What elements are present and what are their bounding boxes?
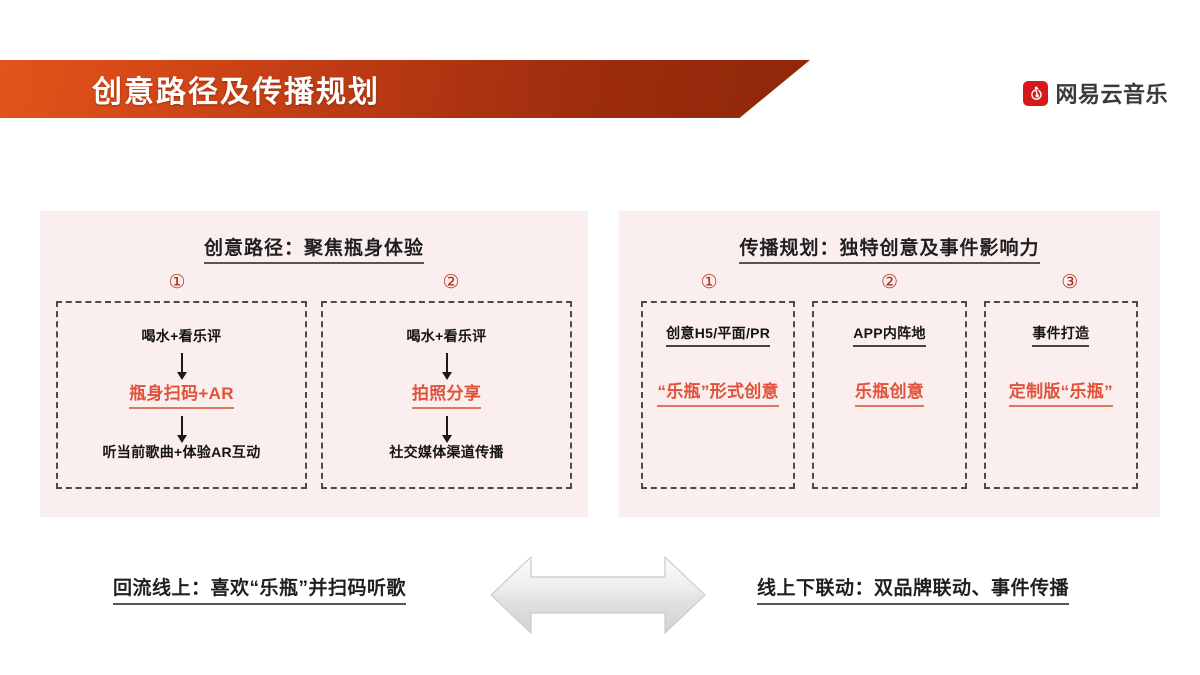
marker-3: ③ bbox=[1061, 272, 1079, 293]
channel-box-3: 事件打造 定制版“乐瓶” bbox=[983, 301, 1138, 489]
double-headed-arrow-icon bbox=[490, 556, 706, 634]
header-banner: 创意路径及传播规划 bbox=[0, 60, 810, 118]
panel-left-boxes: 喝水+看乐评 瓶身扫码+AR 听当前歌曲+体验AR互动 喝水+看乐评 拍照分享 … bbox=[40, 301, 588, 489]
arrow-down-icon bbox=[445, 353, 448, 373]
panel-communication-plan: 传播规划：独特创意及事件影响力 ① ② ③ 创意H5/平面/PR “乐瓶”形式创… bbox=[619, 211, 1160, 517]
flow-box-1-step-2: 瓶身扫码+AR bbox=[129, 379, 234, 409]
flow-box-2-step-1: 喝水+看乐评 bbox=[406, 328, 487, 344]
bottom-summary-row: 回流线上：喜欢“乐瓶”并扫码听歌 线上下联动：双品牌联动、事件传播 bbox=[0, 545, 1200, 645]
marker-1: ① bbox=[700, 272, 718, 293]
bottom-left-caption-text: 回流线上：喜欢“乐瓶”并扫码听歌 bbox=[113, 578, 407, 605]
bottom-left-caption: 回流线上：喜欢“乐瓶”并扫码听歌 bbox=[113, 573, 407, 605]
flow-box-2-step-3: 社交媒体渠道传播 bbox=[389, 444, 504, 460]
marker-2: ② bbox=[442, 272, 460, 293]
panel-left-markers: ① ② bbox=[40, 273, 588, 292]
panel-right-markers: ① ② ③ bbox=[619, 273, 1160, 292]
page-title: 创意路径及传播规划 bbox=[92, 76, 380, 109]
brand-name: 网易云音乐 bbox=[1055, 82, 1168, 107]
flow-box-1-step-1: 喝水+看乐评 bbox=[141, 328, 222, 344]
channel-box-3-concept: 定制版“乐瓶” bbox=[1008, 377, 1113, 407]
panel-right-boxes: 创意H5/平面/PR “乐瓶”形式创意 APP内阵地 乐瓶创意 事件打造 定制版… bbox=[619, 301, 1160, 489]
arrow-down-icon bbox=[445, 416, 448, 436]
arrow-down-icon bbox=[180, 416, 183, 436]
brand-logo: 网易云音乐 bbox=[1023, 77, 1168, 109]
channel-box-2-label: APP内阵地 bbox=[853, 323, 926, 347]
flow-box-1: 喝水+看乐评 瓶身扫码+AR 听当前歌曲+体验AR互动 bbox=[56, 301, 307, 489]
banner-shape bbox=[0, 60, 810, 118]
channel-box-1: 创意H5/平面/PR “乐瓶”形式创意 bbox=[641, 301, 796, 489]
bottom-right-caption: 线上下联动：双品牌联动、事件传播 bbox=[757, 573, 1070, 605]
channel-box-2: APP内阵地 乐瓶创意 bbox=[812, 301, 967, 489]
channel-box-3-label: 事件打造 bbox=[1032, 323, 1090, 347]
flow-box-2: 喝水+看乐评 拍照分享 社交媒体渠道传播 bbox=[321, 301, 572, 489]
marker-1: ① bbox=[168, 272, 186, 293]
channel-box-1-concept: “乐瓶”形式创意 bbox=[657, 377, 779, 407]
flow-box-2-step-2: 拍照分享 bbox=[411, 379, 482, 409]
netease-music-note-icon bbox=[1023, 80, 1049, 106]
panel-right-title: 传播规划：独特创意及事件影响力 bbox=[619, 233, 1160, 264]
channel-box-2-concept: 乐瓶创意 bbox=[854, 377, 925, 407]
marker-2: ② bbox=[880, 272, 899, 293]
panel-left-title: 创意路径：聚焦瓶身体验 bbox=[40, 233, 588, 264]
arrow-down-icon bbox=[180, 353, 183, 373]
panel-creative-path: 创意路径：聚焦瓶身体验 ① ② 喝水+看乐评 瓶身扫码+AR 听当前歌曲+体验A… bbox=[40, 211, 588, 517]
panel-right-title-text: 传播规划：独特创意及事件影响力 bbox=[739, 238, 1040, 264]
panel-left-title-text: 创意路径：聚焦瓶身体验 bbox=[203, 238, 424, 264]
flow-box-1-step-3: 听当前歌曲+体验AR互动 bbox=[102, 444, 261, 460]
bottom-right-caption-text: 线上下联动：双品牌联动、事件传播 bbox=[757, 578, 1070, 605]
channel-box-1-label: 创意H5/平面/PR bbox=[666, 323, 771, 347]
